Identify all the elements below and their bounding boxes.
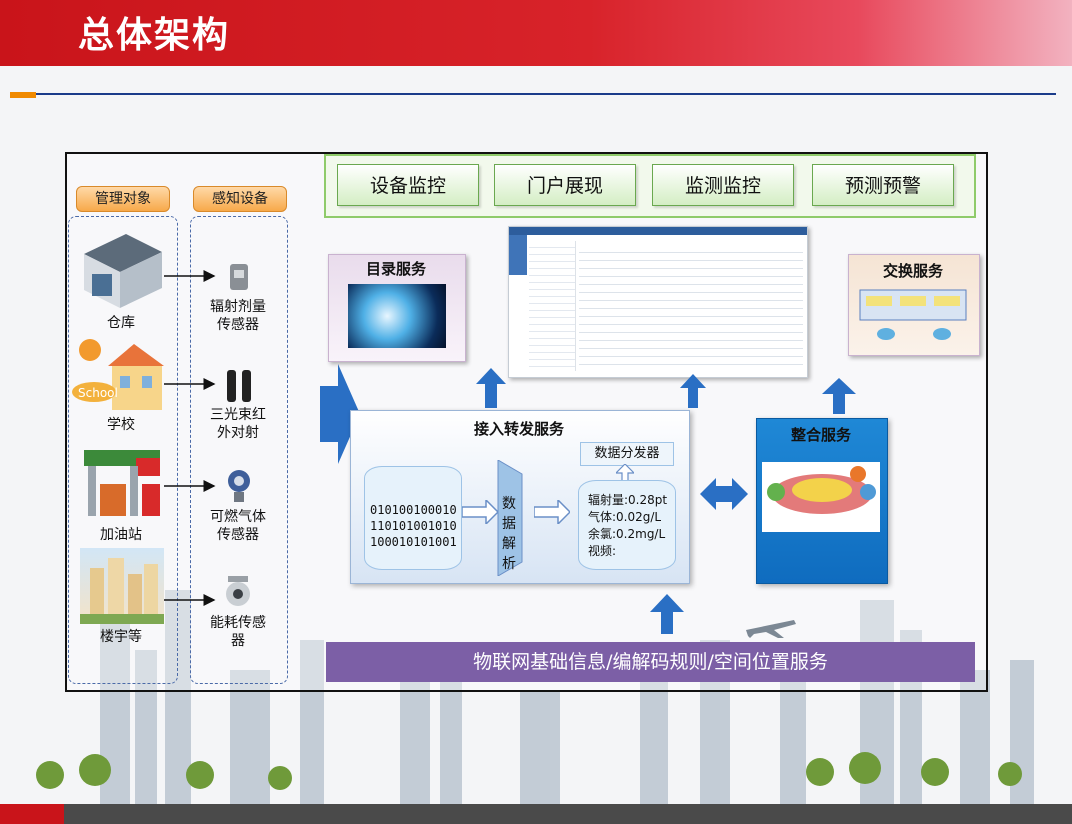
reading-video: 视频:: [588, 544, 617, 558]
reading-radiation: 辐射量:0.28pt: [588, 493, 668, 507]
header-banner: [0, 0, 1072, 66]
exchange-diagram-icon: [859, 289, 967, 340]
up-arrow-portal: [680, 374, 706, 408]
svg-text:School: School: [78, 386, 118, 400]
up-arrow-exchange: [822, 378, 856, 414]
airplane-icon: [746, 620, 796, 638]
device-label-radiation: 辐射剂量 传感器: [210, 299, 266, 333]
footer-bar: [0, 804, 1072, 824]
binary-line: 100010101001: [370, 535, 457, 549]
sensing-devices-header: 感知设备: [193, 186, 287, 212]
radiation-sensor-icon: [230, 264, 248, 290]
access-service-title: 接入转发服务: [473, 420, 564, 438]
binary-data: 010100100010 110101001010 100010101001: [370, 502, 460, 550]
page-title: 总体架构: [78, 15, 231, 56]
data-distributor: 数据分发器: [580, 442, 674, 466]
big-right-arrow: [320, 364, 360, 464]
parsed-readings: 辐射量:0.28pt 气体:0.02g/L 余氯:0.2mg/L 视频:: [588, 492, 678, 560]
monitoring-control-button[interactable]: 监测监控: [652, 164, 794, 206]
footer-accent: [0, 804, 64, 824]
integration-diagram-icon: [767, 466, 876, 514]
portal-screenshot-mock: [508, 226, 808, 378]
infrared-beam-icon: [227, 370, 251, 402]
binary-line: 110101001010: [370, 519, 457, 533]
title-rule-accent: [10, 92, 36, 98]
exchange-service-title: 交换服务: [882, 262, 943, 280]
bidirectional-arrow: [700, 478, 748, 510]
forecast-warning-button[interactable]: 预测预警: [812, 164, 954, 206]
catalog-service-image: [348, 284, 446, 348]
device-label-energy: 能耗传感 器: [210, 615, 266, 649]
warehouse-icon: [84, 234, 162, 308]
object-label-school: 学校: [107, 417, 135, 433]
catalog-service-title: 目录服务: [365, 260, 426, 278]
device-label-infrared: 三光束红 外对射: [210, 407, 266, 441]
object-label-gas-station: 加油站: [100, 527, 142, 543]
device-label-gas: 可燃气体 传感器: [210, 509, 266, 543]
managed-objects-column: [68, 216, 178, 684]
data-parser-label: 数 据 解 析: [502, 496, 516, 572]
energy-sensor-icon: [226, 576, 250, 606]
base-services-bar: 物联网基础信息/编解码规则/空间位置服务: [326, 642, 975, 682]
title-rule: [36, 93, 1056, 95]
raw-data-cylinder: [364, 466, 462, 570]
object-label-buildings: 楼宇等: [100, 629, 142, 645]
binary-line: 010100100010: [370, 503, 457, 517]
arrow-to-distributor: [616, 464, 634, 484]
gas-station-icon: [84, 450, 160, 516]
object-label-warehouse: 仓库: [107, 315, 135, 331]
object-device-arrows: [164, 270, 216, 606]
data-parser-block: [497, 460, 523, 576]
sensing-devices-column: [190, 216, 288, 684]
building-icon: [80, 558, 164, 624]
integration-service-title: 整合服务: [790, 426, 851, 444]
parsed-data-cylinder: [578, 480, 676, 570]
gas-sensor-icon: [228, 470, 250, 502]
arrow-to-result: [534, 500, 570, 524]
arrow-to-parser: [462, 500, 498, 524]
reading-gas: 气体:0.02g/L: [588, 510, 662, 524]
reading-chlorine: 余氯:0.2mg/L: [588, 527, 666, 541]
device-monitor-button[interactable]: 设备监控: [337, 164, 479, 206]
portal-display-button[interactable]: 门户展现: [494, 164, 636, 206]
city-skyline-illustration: [36, 590, 1034, 810]
school-icon: School: [72, 339, 164, 410]
up-arrow-base: [650, 594, 684, 634]
up-arrow-catalog: [476, 368, 506, 408]
managed-objects-header: 管理对象: [76, 186, 170, 212]
